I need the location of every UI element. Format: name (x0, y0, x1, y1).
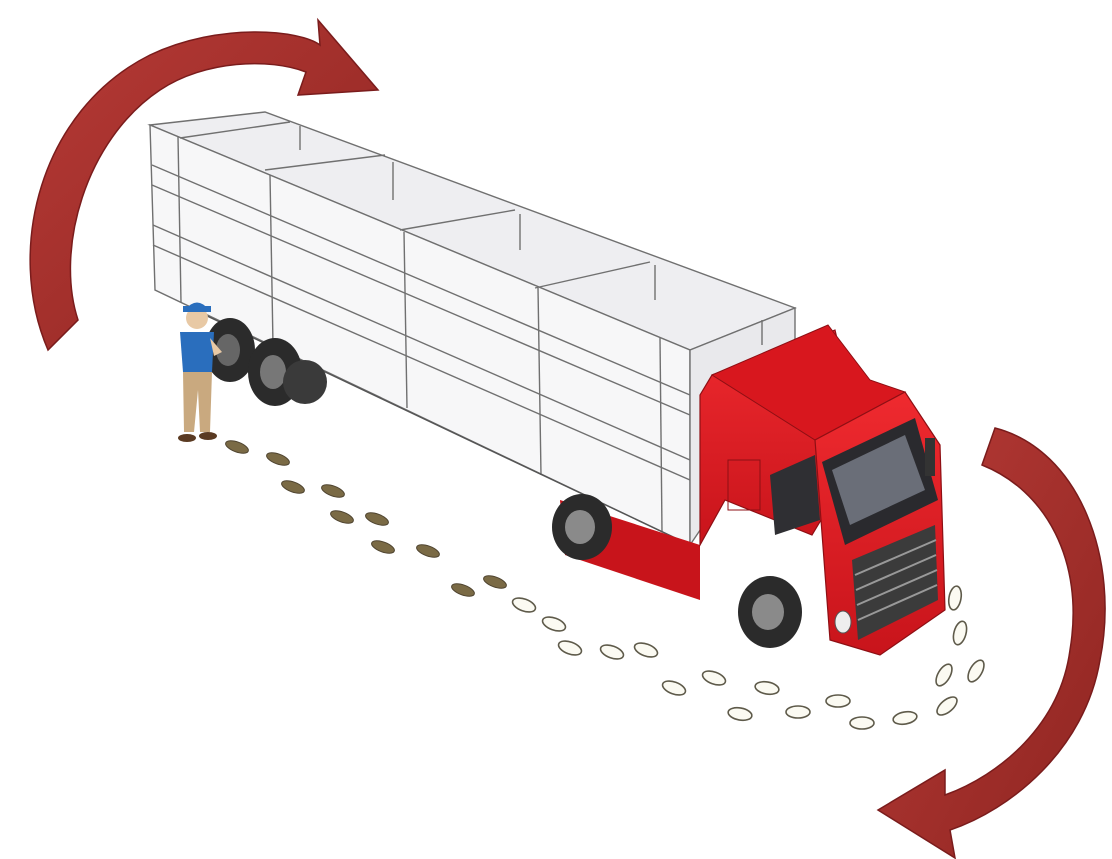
footprint-icon (557, 638, 584, 657)
footprint-icon (511, 595, 538, 614)
footprint-icon (541, 614, 568, 633)
truck-icon (700, 325, 945, 655)
footprint-icon (329, 508, 355, 526)
footprint-icon (951, 620, 969, 646)
footprint-icon (826, 695, 850, 707)
footprint-icon (754, 680, 780, 696)
footprint-icon (370, 538, 396, 556)
footprint-icon (947, 585, 963, 611)
footprint-icon (364, 510, 390, 528)
footprint-icon (701, 668, 728, 687)
footprint-icon (599, 642, 626, 661)
footprint-icon (965, 658, 987, 685)
footprint-icon (727, 706, 753, 722)
footprint-icon (415, 542, 441, 560)
footprint-icon (280, 478, 306, 496)
footprint-icon (892, 710, 918, 726)
footprint-icon (661, 678, 688, 697)
footprint-icon (320, 482, 346, 500)
footprint-icon (786, 706, 810, 718)
footprints-brown (224, 438, 508, 599)
footprint-icon (850, 717, 874, 729)
footprint-icon (633, 640, 660, 659)
footprint-icon (933, 662, 955, 689)
footprint-icon (482, 573, 508, 591)
footprint-icon (934, 694, 960, 719)
footprint-icon (450, 581, 476, 599)
footprint-icon (224, 438, 250, 456)
footprint-icon (265, 450, 291, 468)
